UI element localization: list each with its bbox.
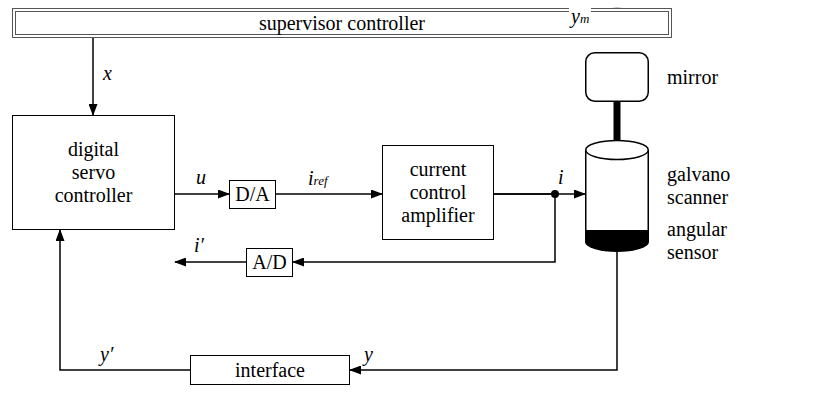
signal-label: i′ [192, 234, 206, 256]
signal-label: y′ [98, 343, 115, 365]
interface-box: interface [190, 355, 350, 385]
amplifier-box: current control amplifier [382, 145, 494, 240]
scanner-cylinder-outline [585, 140, 649, 232]
box-label: supervisor controller [259, 12, 425, 35]
signal-label: u [194, 166, 208, 188]
signal-arrow [92, 38, 94, 115]
controller-box: digital servo controller [12, 115, 175, 230]
part-name: galvano scanner [667, 163, 762, 209]
signal-label: i [556, 166, 566, 188]
signal-label: iref [306, 167, 330, 189]
converter-box: A/D [246, 248, 293, 277]
signal-arrow [60, 230, 190, 370]
box-label: current control amplifier [388, 158, 488, 227]
cylinder-body [586, 150, 649, 232]
box-label: digital servo controller [46, 138, 141, 207]
box-label: interface [235, 359, 305, 382]
box-label: A/D [252, 251, 286, 274]
box-label: D/A [235, 183, 269, 206]
mirror-outline [586, 53, 649, 102]
junction-dot [551, 190, 559, 198]
mirror-shape: mirror [585, 52, 649, 102]
cylinder-top [586, 141, 649, 160]
signal-arrow [175, 261, 246, 263]
part-name: angular sensor [667, 218, 762, 264]
signal-arrow [276, 193, 382, 195]
signal-label: y [362, 343, 375, 365]
sensor-band-outline [585, 230, 649, 252]
mirror-shape-outline [585, 52, 649, 102]
shaft-connector [614, 102, 621, 140]
part-name: mirror [667, 66, 762, 89]
sensor-band-outline [585, 230, 649, 252]
signal-arrow [175, 193, 229, 195]
signal-arrow [350, 252, 617, 370]
signal-label: x [101, 62, 114, 84]
converter-box: D/A [229, 180, 276, 209]
scanner-cylinder: galvano scanner [585, 140, 649, 232]
angle-label: ym [569, 5, 591, 27]
sensor-band: angular sensor [585, 230, 649, 252]
